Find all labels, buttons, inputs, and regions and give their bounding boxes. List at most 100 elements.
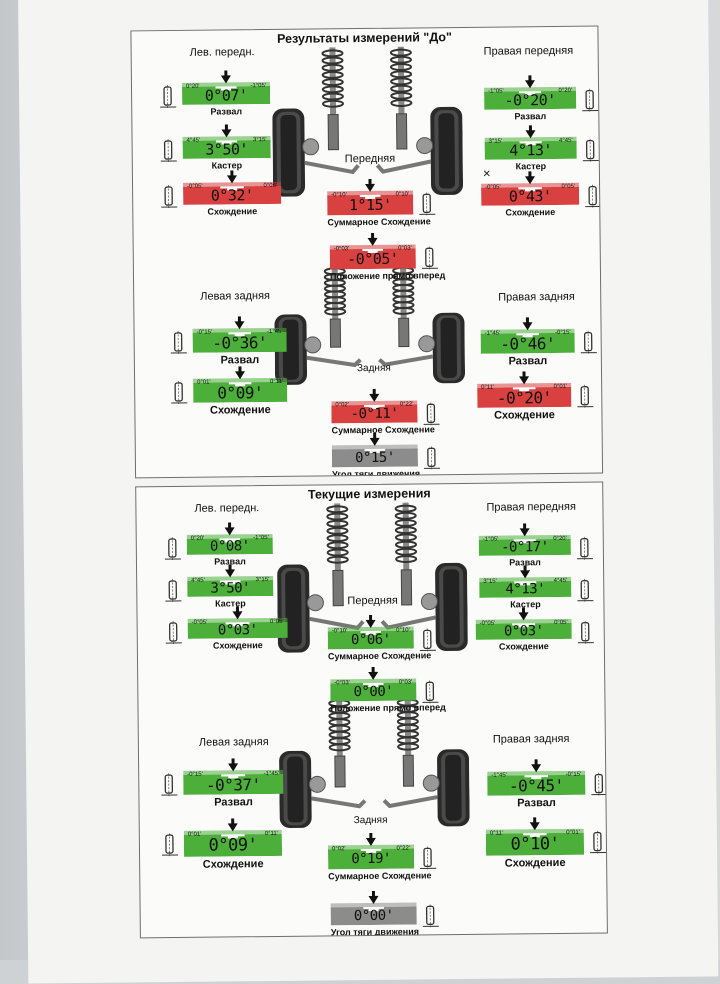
gauge-value: -0°05' <box>330 249 416 269</box>
gauge-fr-caster: 3°15'4°45'4°13'Кастер <box>484 125 577 176</box>
gauge-label: Развал <box>487 797 585 810</box>
pointer-arrow-icon <box>232 606 242 619</box>
gauge-rr-camber: -1°45'-0°15'-0°46'Развал <box>480 317 575 370</box>
gauge-value: 0°06' <box>328 632 414 650</box>
gauge-value: 0°32' <box>183 187 281 205</box>
gauge-label: Развал <box>481 355 575 368</box>
gauge-value: 4°13' <box>485 142 577 160</box>
gauge-value: -0°11' <box>331 405 417 423</box>
gauge-rl-camber: -0°15'-1°45'-0°36'Развал <box>192 316 287 369</box>
gauge-label: Развал <box>484 111 576 122</box>
pointer-arrow-icon <box>366 833 376 846</box>
gauge-value: -0°20' <box>484 92 576 110</box>
wheel-angle-icon <box>589 772 608 796</box>
gauge-straight-ahead: -0°03'0°03'0°00'Положение прямо вперед <box>330 666 417 717</box>
rear-left-title: Левая задняя <box>200 290 270 303</box>
pointer-arrow-icon <box>225 564 235 577</box>
gauge-label: Схождение <box>477 409 571 422</box>
wheel-angle-icon <box>163 537 183 561</box>
wheel-angle-icon <box>159 185 179 209</box>
pointer-arrow-icon <box>221 124 231 137</box>
gauge-value: 0°10' <box>486 834 584 856</box>
gauge-value: -0°20' <box>477 388 571 408</box>
wheel-angle-icon <box>579 331 599 355</box>
gauge-fl-camber: 0°20'-1°05'0°07'Развал <box>182 70 271 121</box>
front-left-title: Лев. передн. <box>194 502 259 515</box>
wheel-angle-icon <box>418 846 438 870</box>
wheel-angle-icon <box>159 139 179 163</box>
wheel-angle-icon <box>420 680 440 704</box>
gauge-label: Положение прямо вперед <box>330 270 416 281</box>
wheel-angle-icon <box>421 402 441 426</box>
wheel-angle-icon <box>159 773 179 797</box>
wheel-angle-icon <box>575 579 595 603</box>
gauge-label: Суммарное Схождение <box>327 216 413 227</box>
wheel-angle-icon <box>421 904 441 928</box>
gauge-value: 0°09' <box>184 835 282 857</box>
wheel-angle-icon <box>164 621 184 645</box>
gauge-thrust-angle: 0°00'Угол тяги движения <box>330 890 417 938</box>
wheel-angle-icon <box>588 830 608 854</box>
rear-axle-label: Задняя <box>354 815 388 826</box>
rear-left-title: Левая задняя <box>199 736 269 749</box>
wheel-angle-icon <box>418 628 438 652</box>
gauge-value: 3°50' <box>187 581 273 597</box>
gauge-fr-toe: -0°05'0°05'0°43'Схождение× <box>481 171 580 222</box>
wheel-angle-icon <box>576 621 596 645</box>
gauge-value: -0°36' <box>193 333 287 353</box>
gauge-value: 1°15' <box>327 195 413 215</box>
gauge-rl-toe: 0°01'0°11'0°09'Схождение <box>193 366 288 419</box>
gauge-label: Угол тяги движения <box>331 926 417 937</box>
gauge-label: Развал <box>182 106 270 117</box>
wheel-angle-icon <box>169 381 189 405</box>
gauge-front-total-toe: -0°10'0°10'1°15'Суммарное Схождение <box>327 178 414 231</box>
pointer-arrow-icon <box>368 667 378 680</box>
pointer-arrow-icon <box>522 317 532 330</box>
gauge-front-total-toe: -0°10'0°10'0°06'Суммарное Схождение <box>328 615 415 666</box>
pointer-arrow-icon <box>366 615 376 628</box>
gauge-label: Схождение <box>481 207 579 218</box>
gauge-value: -0°45' <box>487 776 585 796</box>
pointer-arrow-icon <box>369 389 379 402</box>
pointer-arrow-icon <box>225 522 235 535</box>
panel-before: Результаты измерений "До" Лев. передн. П… <box>130 26 603 479</box>
gauge-label: Схождение <box>193 404 287 417</box>
gauge-fl-caster: 4°45'3°15'3°50'Кастер <box>182 124 271 175</box>
cross-mark-icon: × <box>483 166 491 181</box>
gauge-value: 0°07' <box>182 87 270 105</box>
gauge-value: 3°50' <box>183 141 271 159</box>
rear-right-title: Правая задняя <box>498 291 575 304</box>
gauge-label: Схождение <box>486 857 584 870</box>
front-axle-label: Передняя <box>345 153 396 166</box>
gauge-value: 0°03' <box>476 624 572 640</box>
pointer-arrow-icon <box>227 170 237 183</box>
gauge-value: 0°00' <box>331 907 417 925</box>
wheel-angle-icon <box>580 89 600 113</box>
gauge-rear-total-toe: 0°02'0°22'0°19'Суммарное Схождение <box>328 833 415 886</box>
pointer-arrow-icon <box>368 233 378 246</box>
pointer-arrow-icon <box>368 891 378 904</box>
rear-axle-label: Задняя <box>357 363 391 374</box>
gauge-value: 4°13' <box>479 582 571 598</box>
gauge-straight-ahead: -0°03'0°03'-0°05'Положение прямо вперед <box>330 232 417 285</box>
gauge-value: -0°46' <box>481 334 575 354</box>
pointer-arrow-icon <box>235 366 245 379</box>
wheel-angle-icon <box>422 446 442 470</box>
front-axle-label: Передняя <box>347 595 398 608</box>
wheel-angle-icon <box>583 184 603 208</box>
pointer-arrow-icon <box>520 565 530 578</box>
pointer-arrow-icon <box>520 523 530 536</box>
gauge-fl-toe: -0°05'0°05'0°32'Схождение <box>183 170 282 221</box>
gauge-label: Схождение <box>188 640 288 651</box>
front-right-title: Правая передняя <box>484 45 574 58</box>
pointer-arrow-icon <box>234 316 244 329</box>
pointer-arrow-icon <box>525 75 535 88</box>
gauge-rr-camber: -1°45'-0°15'-0°45'Развал <box>487 759 586 812</box>
gauge-label: Развал <box>183 796 283 809</box>
rear-right-title: Правая задняя <box>493 733 570 746</box>
gauge-fr-toe: -0°05'0°05'0°03'Схождение <box>475 607 571 656</box>
gauge-fr-camber: -1°05'0°20'-0°20'Развал <box>484 75 577 126</box>
gauge-label: Схождение <box>183 206 281 217</box>
pointer-arrow-icon <box>228 758 238 771</box>
gauge-value: 0°19' <box>328 850 414 870</box>
